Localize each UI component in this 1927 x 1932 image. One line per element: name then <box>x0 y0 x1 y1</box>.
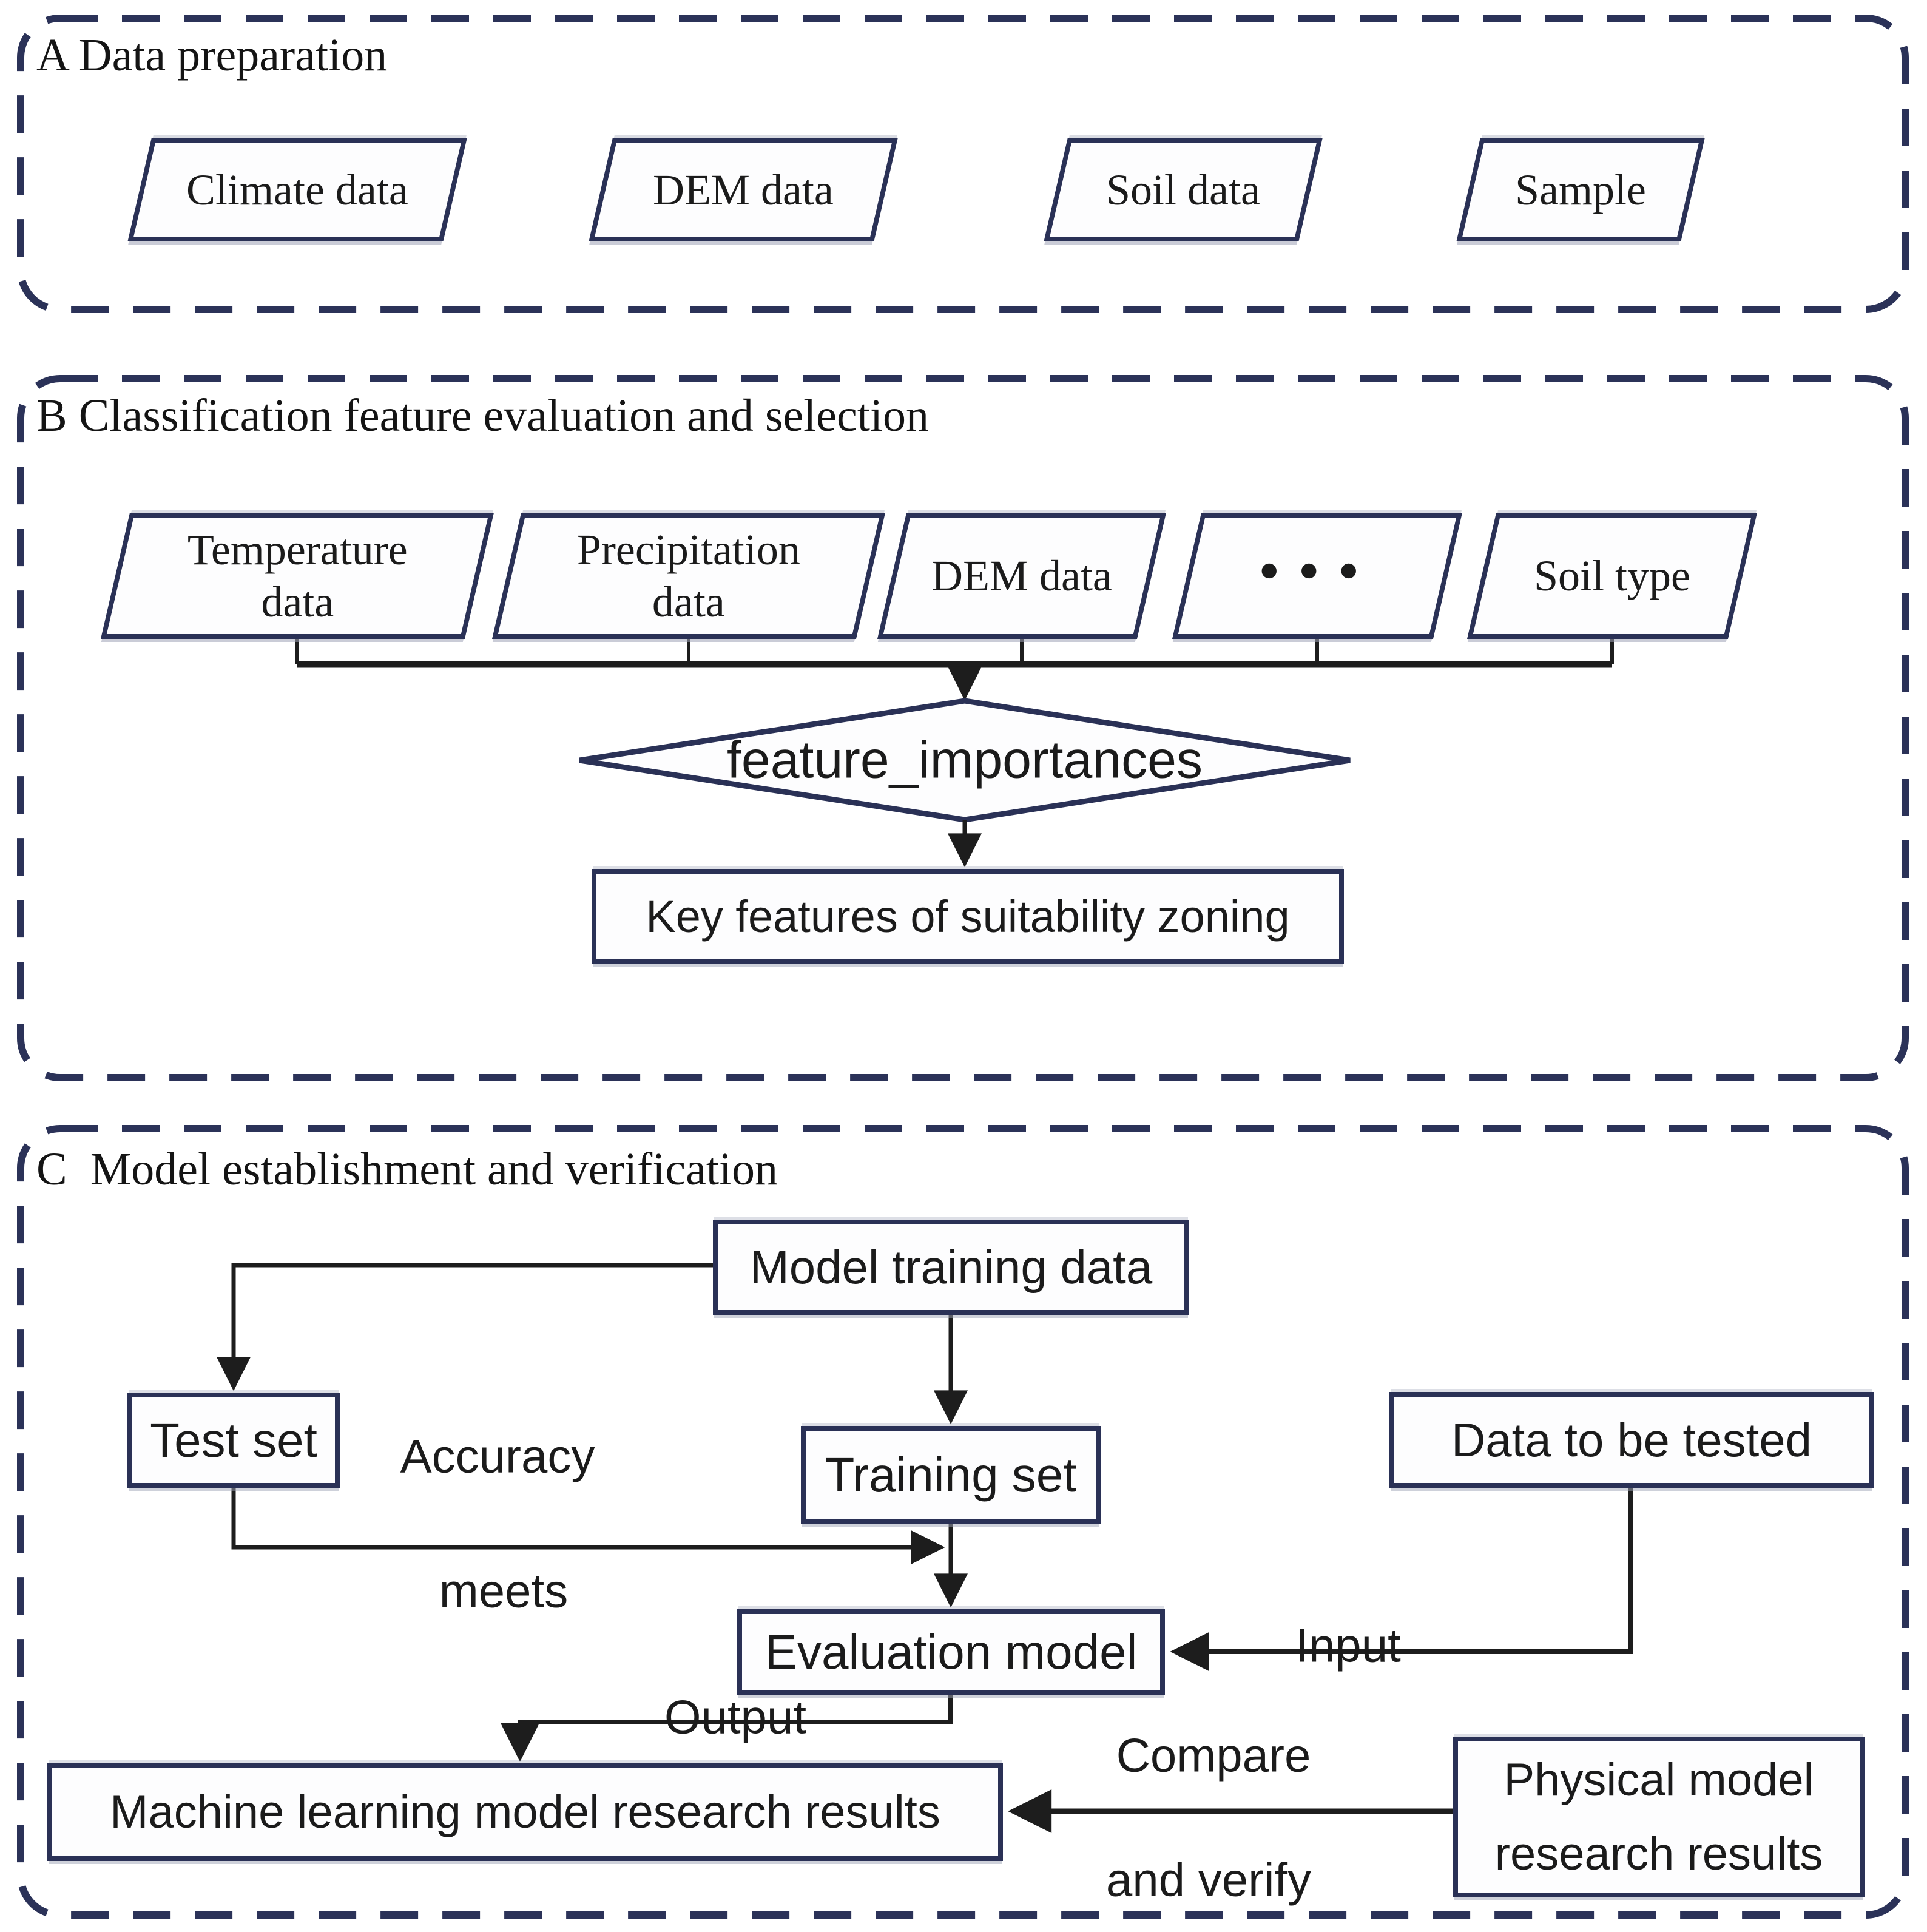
panel-b-frame <box>17 375 1909 1081</box>
sample-label: Sample <box>1515 165 1646 214</box>
connector-input-line <box>1170 1488 1633 1671</box>
panel-c-title: C Model establishment and verification <box>36 1144 778 1195</box>
feature-importances-label: feature_importances <box>727 731 1203 789</box>
panel-b-title: B Classification feature evaluation and … <box>36 390 929 441</box>
key-features-label: Key features of suitability zoning <box>646 891 1290 942</box>
dem-data-label: DEM data <box>653 165 834 214</box>
panel-a-title: A Data preparation <box>36 30 388 81</box>
parallelogram-dem-data: DEM data <box>589 138 898 242</box>
compare-label: Compare <box>1116 1728 1311 1782</box>
meets-label: meets <box>439 1564 569 1618</box>
key-features-box: Key features of suitability zoning <box>592 869 1344 964</box>
evaluation-model-box: Evaluation model <box>737 1609 1165 1695</box>
evaluation-model-label: Evaluation model <box>764 1625 1138 1679</box>
data-to-be-tested-box: Data to be tested <box>1389 1392 1874 1488</box>
parallelogram-soil-type: Soil type <box>1466 513 1758 639</box>
training-set-label: Training set <box>825 1448 1077 1502</box>
data-to-be-tested-label: Data to be tested <box>1451 1413 1812 1467</box>
parallelogram-soil-data: Soil data <box>1044 138 1323 242</box>
temperature-line2: data <box>261 578 334 626</box>
parallelogram-sample: Sample <box>1456 138 1705 242</box>
model-training-data-box: Model training data <box>713 1220 1189 1315</box>
parallelogram-climate-data: Climate data <box>127 138 467 242</box>
ml-results-label: Machine learning model research results <box>110 1786 940 1838</box>
temperature-line1: Temperature <box>187 525 408 574</box>
soil-type-label: Soil type <box>1533 551 1691 600</box>
parallelogram-dem-data-2: DEM data <box>877 513 1167 639</box>
climate-data-label: Climate data <box>186 165 408 214</box>
and-verify-label: and verify <box>1105 1853 1312 1907</box>
test-set-box: Test set <box>127 1393 340 1488</box>
precipitation-data-label: Precipitation data <box>577 524 800 629</box>
precipitation-line1: Precipitation <box>577 525 800 574</box>
ellipsis-label: ... <box>1257 496 1377 597</box>
physical-model-line1: Physical model <box>1503 1754 1814 1806</box>
dem-data-2-label: DEM data <box>931 551 1112 600</box>
physical-model-box: Physical model research results <box>1453 1737 1865 1897</box>
soil-data-label: Soil data <box>1106 165 1260 214</box>
test-set-label: Test set <box>150 1413 317 1467</box>
precipitation-line2: data <box>652 578 725 626</box>
panel-c-frame <box>17 1125 1909 1919</box>
output-label: Output <box>664 1690 807 1744</box>
ml-results-box: Machine learning model research results <box>47 1763 1003 1861</box>
input-label: Input <box>1295 1618 1401 1672</box>
connector-test-set-to-evaluation <box>231 1488 945 1564</box>
temperature-data-label: Temperature data <box>187 524 408 629</box>
panel-a-frame <box>17 15 1909 313</box>
accuracy-label: Accuracy <box>400 1429 595 1483</box>
connector-training-data-to-test-set <box>217 1263 714 1391</box>
parallelogram-precipitation-data: Precipitation data <box>491 513 886 639</box>
parallelogram-ellipsis: ... <box>1172 496 1463 639</box>
connector-output-line <box>501 1695 953 1762</box>
model-training-data-label: Model training data <box>749 1240 1153 1294</box>
physical-model-line2: research results <box>1494 1828 1823 1880</box>
parallelogram-temperature-data: Temperature data <box>100 513 494 639</box>
training-set-box: Training set <box>801 1426 1101 1524</box>
